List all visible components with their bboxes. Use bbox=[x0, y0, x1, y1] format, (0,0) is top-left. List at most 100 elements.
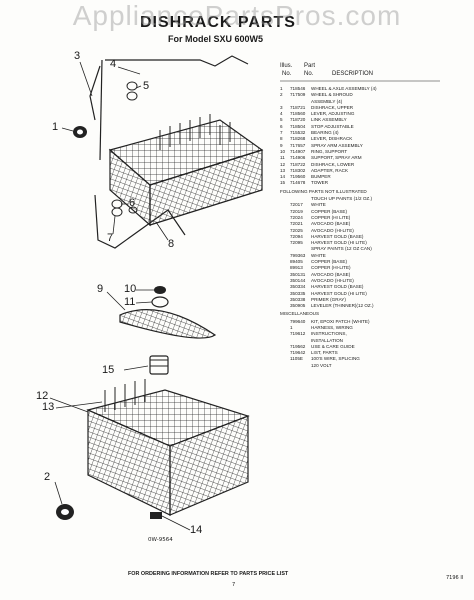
cell-desc: USE & CARE GUIDE bbox=[311, 343, 355, 349]
cell-desc: WHITE bbox=[311, 202, 326, 208]
cell-part: 799640 bbox=[290, 318, 306, 324]
cell-part: 89913 bbox=[290, 265, 303, 271]
cell-desc: SPRAY PAINTS (12 OZ CAN) bbox=[311, 246, 372, 252]
cell-part: 718721 bbox=[290, 104, 306, 110]
spray-arm-assembly bbox=[119, 286, 217, 375]
cell-desc: WHEEL & SHROUD bbox=[311, 92, 353, 98]
cell-part: 72024 bbox=[290, 214, 303, 220]
cell-part: 719562 bbox=[290, 343, 306, 349]
parts-row: 350335 HARVEST GOLD (HI LITE) bbox=[280, 291, 377, 297]
callout-2: 2 bbox=[44, 471, 51, 483]
callout-4: 4 bbox=[110, 58, 117, 70]
cell-illus: 4 bbox=[280, 111, 283, 117]
cell-part: 718722 bbox=[290, 161, 306, 167]
cell-desc: DISHRACK, UPPER bbox=[311, 104, 354, 110]
cell-desc: AVOCADO (BASE) bbox=[311, 221, 351, 227]
parts-row: 89913 COPPER (HI-LITE) bbox=[280, 265, 377, 271]
upper-dishrack bbox=[73, 55, 264, 249]
callout-7: 7 bbox=[107, 232, 114, 244]
cell-part: 1105E bbox=[290, 356, 303, 362]
parts-row: 719612 INSTRUCTIONS, bbox=[280, 331, 377, 337]
cell-desc: PRIMER (GRAY) bbox=[311, 296, 346, 302]
cell-illus: 10 bbox=[280, 148, 286, 154]
cell-illus: 13 bbox=[280, 167, 286, 173]
callout-5: 5 bbox=[143, 80, 150, 92]
callout-11: 11 bbox=[124, 296, 136, 308]
parts-row: TOUCH UP PAINTS (1/2 OZ.) bbox=[280, 196, 377, 202]
cell-desc: LINK ASSEMBLY bbox=[311, 117, 347, 123]
callout-leaders bbox=[49, 61, 191, 531]
watermark: AppliancePartsPros.com bbox=[72, 0, 402, 31]
cell-desc: LEVELER (THINNER)(12 OZ.) bbox=[311, 303, 374, 309]
cell-desc: AVOCADO (BASE) bbox=[311, 271, 351, 277]
callout-9: 9 bbox=[97, 283, 104, 295]
callout-1: 1 bbox=[52, 121, 59, 133]
cell-desc: ASSEMBLY (4) bbox=[311, 98, 343, 104]
cell-illus: 9 bbox=[280, 142, 283, 148]
cell-part: 72019 bbox=[290, 208, 303, 214]
parts-row: 4 718560 LEVER, ADJUSTING bbox=[280, 111, 377, 117]
cell-desc: SUPPORT, SPRAY ARM bbox=[311, 155, 362, 161]
page-title: DISHRACK PARTS bbox=[140, 14, 296, 31]
page-number: 7 bbox=[232, 582, 236, 588]
cell-desc: COPPER (HI-LITE) bbox=[311, 265, 351, 271]
lower-dishrack bbox=[56, 379, 250, 520]
callout-14: 14 bbox=[190, 524, 203, 536]
cell-desc: LEVER, ADJUSTING bbox=[311, 111, 355, 117]
cell-part: 718560 bbox=[290, 111, 306, 117]
cell-part: 718546 bbox=[290, 86, 306, 91]
cell-desc: INSTALLATION bbox=[311, 337, 343, 343]
cell-desc: HARVEST GOLD (HI LITE) bbox=[311, 240, 367, 246]
cell-part: 719642 bbox=[290, 350, 306, 356]
cell-desc: STOP ADJUSTABLE bbox=[311, 123, 354, 129]
not-illustrated-heading: FOLLOWING PARTS NOT ILLUSTRATED bbox=[280, 188, 367, 194]
parts-row: SPRAY PAINTS (12 OZ CAN) bbox=[280, 246, 377, 252]
parts-row: 799640 KIT, EPOXI PATCH (WHITE) bbox=[280, 319, 377, 325]
cell-desc: KIT, EPOXI PATCH (WHITE) bbox=[311, 318, 370, 324]
cell-desc: TOUCH UP PAINTS (1/2 OZ.) bbox=[311, 196, 373, 202]
parts-row: 13 718302 ADAPTER, RACK bbox=[280, 168, 377, 174]
cell-desc: HARVEST GOLD (BASE) bbox=[311, 284, 364, 290]
callout-12: 12 bbox=[36, 390, 49, 402]
cell-part: 72094 bbox=[290, 233, 303, 239]
cell-part: 1 bbox=[290, 324, 293, 330]
cell-part: 350131 bbox=[290, 271, 306, 277]
cell-part: 714907 bbox=[290, 148, 306, 154]
cell-part: 714906 bbox=[290, 155, 306, 161]
callout-13: 13 bbox=[42, 401, 55, 413]
cell-part: 350338 bbox=[290, 296, 306, 302]
cell-desc: HARVEST GOLD (HI LITE) bbox=[311, 290, 367, 296]
cell-part: 718302 bbox=[290, 167, 306, 173]
cell-part: 350905 bbox=[290, 303, 306, 309]
cell-illus: 15 bbox=[280, 180, 286, 186]
cell-part: 719612 bbox=[290, 331, 306, 337]
cell-desc: INSTRUCTIONS, bbox=[311, 331, 347, 337]
cell-part: 350335 bbox=[290, 290, 306, 296]
cell-illus: 1 bbox=[280, 86, 283, 91]
header-illus-no: No. bbox=[282, 71, 292, 77]
cell-illus: 6 bbox=[280, 123, 283, 129]
cell-desc: AVOCADO (HI-LITE) bbox=[311, 277, 354, 283]
header-part: Part bbox=[304, 63, 316, 69]
cell-part: 714678 bbox=[290, 180, 306, 186]
callout-8: 8 bbox=[168, 238, 175, 250]
callout-6: 6 bbox=[129, 197, 136, 209]
cell-desc: ADAPTER, RACK bbox=[311, 167, 349, 173]
cell-illus: 8 bbox=[280, 136, 283, 142]
